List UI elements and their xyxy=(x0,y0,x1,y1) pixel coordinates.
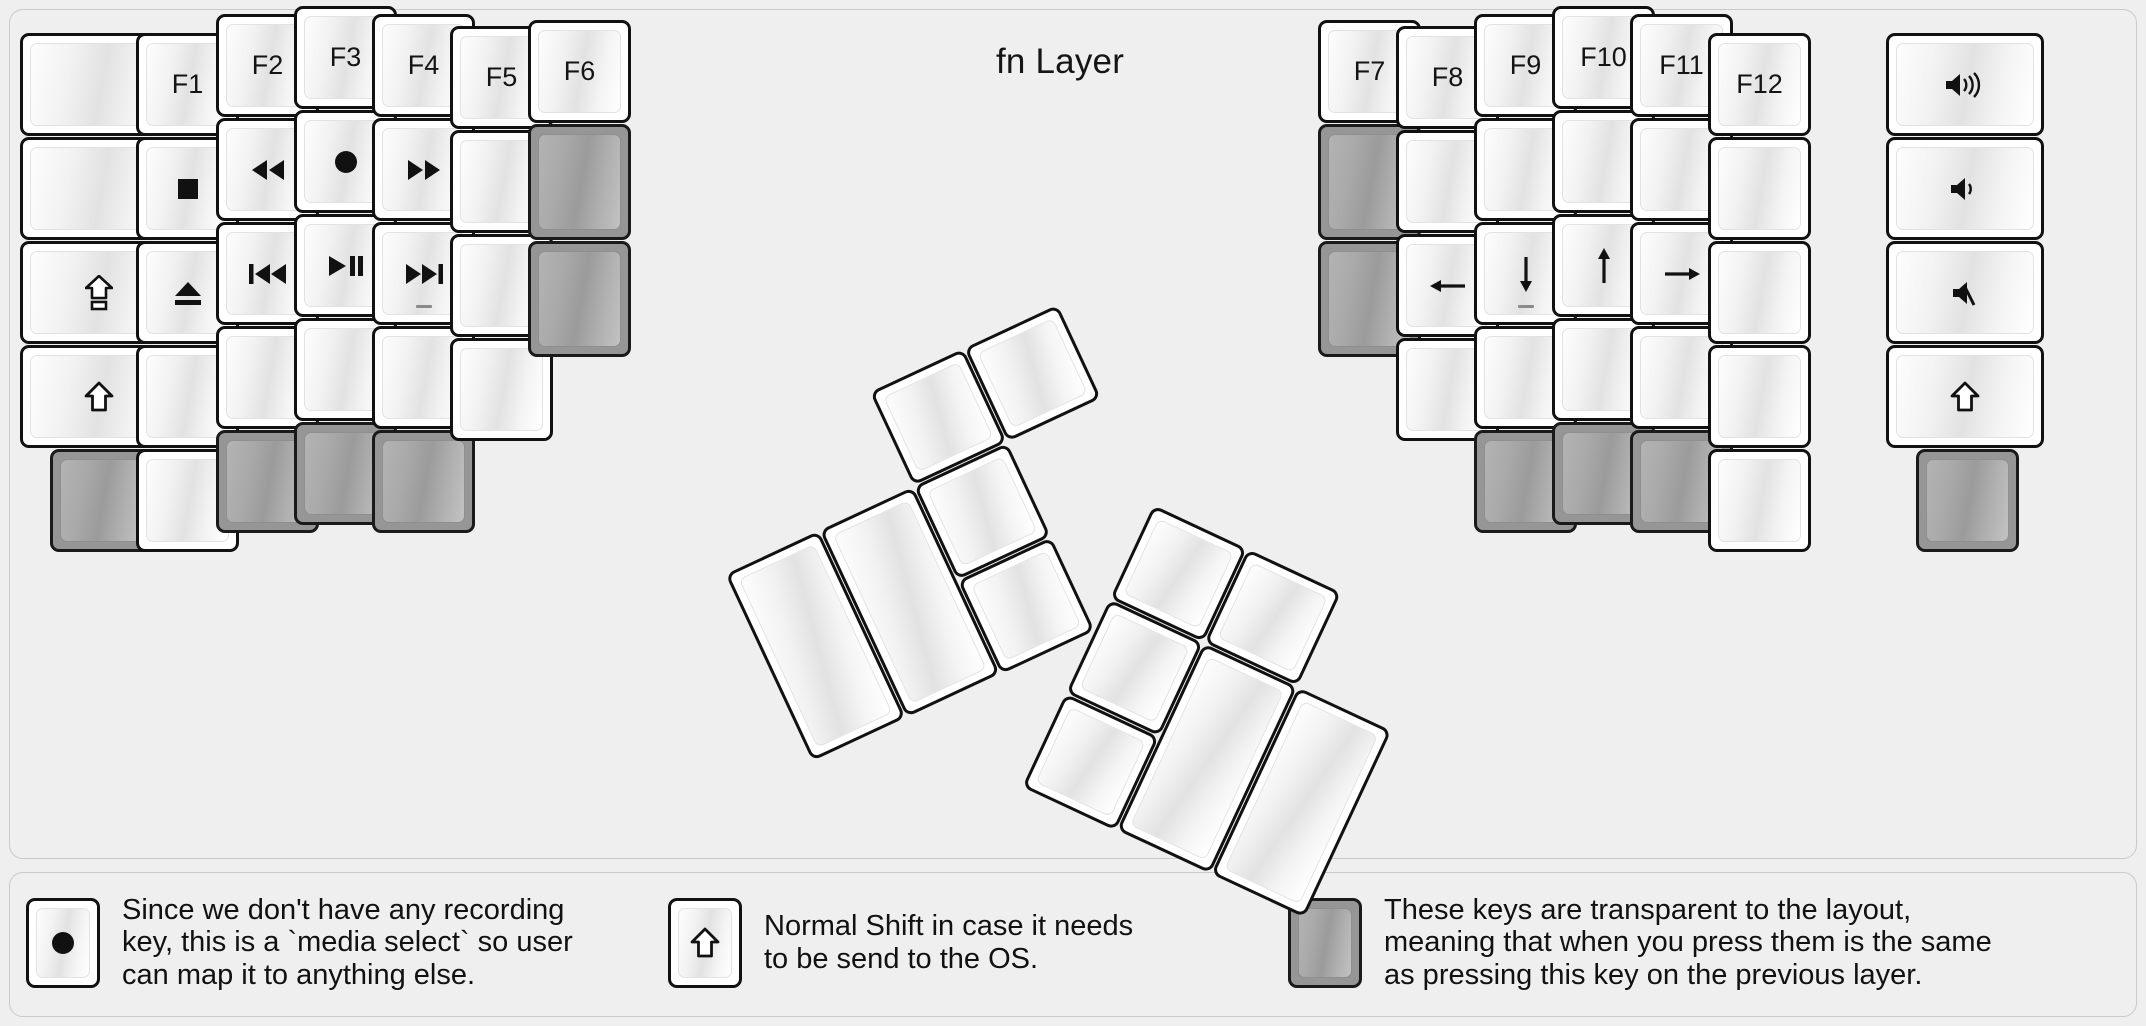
keycap-face xyxy=(60,459,143,542)
shift-icon xyxy=(84,381,114,413)
keycap-label: F5 xyxy=(485,62,518,92)
legend-note-text: These keys are transparent to the layout… xyxy=(1384,893,1992,991)
legend-note-text: Since we don't have any recording key, t… xyxy=(122,893,573,991)
keycap-face xyxy=(678,907,732,978)
legend-note-sample-key xyxy=(668,897,742,988)
keycap-label: F6 xyxy=(563,56,596,86)
legend-sample-shift-key[interactable] xyxy=(668,897,742,988)
keycap-face xyxy=(1896,355,2034,438)
keycap-face: F4 xyxy=(382,24,465,107)
keycap-label: F2 xyxy=(251,50,284,80)
keycap-face xyxy=(146,459,229,542)
keycap-face xyxy=(1896,251,2034,334)
keycap-face xyxy=(1718,147,1801,230)
eject-icon xyxy=(173,279,203,307)
keycap-label: F1 xyxy=(171,69,204,99)
keycap-label: F3 xyxy=(329,42,362,72)
keycap-face xyxy=(1896,43,2034,126)
keycap-label: F4 xyxy=(407,50,440,80)
legend-note-3: These keys are transparent to the layout… xyxy=(1288,885,2108,1000)
key-right-col-outer-right-r0[interactable] xyxy=(1886,33,2044,136)
key-right-col-pinky-r0[interactable]: F12 xyxy=(1708,33,1811,136)
key-left-col-inner-2-r0[interactable]: F6 xyxy=(528,20,631,123)
key-right-col-outer-right-r1[interactable] xyxy=(1886,137,2044,240)
key-right-col-outer-right-r3[interactable] xyxy=(1886,345,2044,448)
volume-down-icon xyxy=(1948,175,1982,203)
prev-track-icon xyxy=(247,262,289,286)
keycap-face xyxy=(1926,459,2009,542)
page-title: fn Layer xyxy=(996,42,1125,81)
keycap-sub-marker xyxy=(415,305,432,308)
key-right-col-outer-right-r4[interactable] xyxy=(1916,449,2019,552)
keycap-face xyxy=(1298,907,1352,978)
keycap-label: F7 xyxy=(1353,56,1386,86)
record-icon xyxy=(331,147,361,177)
keycap-face: F12 xyxy=(1718,43,1801,126)
volume-mute-icon xyxy=(1950,279,1980,307)
keycap-face xyxy=(1718,459,1801,542)
key-right-col-outer-right-r2[interactable] xyxy=(1886,241,2044,344)
key-right-col-pinky-r1[interactable] xyxy=(1708,137,1811,240)
key-left-col-index-r4[interactable] xyxy=(372,430,475,533)
keycap-face xyxy=(146,251,229,334)
key-left-col-pinky-r4[interactable] xyxy=(136,449,239,552)
next-track-icon xyxy=(403,262,445,286)
keycap-face: F1 xyxy=(146,43,229,126)
keycap-face xyxy=(382,440,465,523)
legend-sample-record-key[interactable] xyxy=(26,897,100,988)
legend-frame xyxy=(9,872,2137,1017)
caps-lock-icon xyxy=(85,274,113,311)
keycap-face xyxy=(36,907,90,978)
keycap-sub-marker xyxy=(1517,305,1534,308)
keycap-face xyxy=(1217,562,1328,673)
key-right-col-pinky-r4[interactable] xyxy=(1708,449,1811,552)
keycap-face xyxy=(1896,147,2034,230)
keycap-label: F10 xyxy=(1580,42,1627,72)
key-right-col-pinky-r3[interactable] xyxy=(1708,345,1811,448)
arrow-left-icon xyxy=(1428,275,1468,297)
record-icon xyxy=(48,928,78,958)
shift-icon xyxy=(1950,381,1980,413)
key-left-col-outer-left-r4[interactable] xyxy=(50,449,153,552)
arrow-right-icon xyxy=(1662,263,1702,285)
legend-note-1: Since we don't have any recording key, t… xyxy=(26,885,666,1000)
keycap-face xyxy=(146,355,229,438)
keycap-face xyxy=(1718,251,1801,334)
shift-icon xyxy=(690,927,720,959)
legend-note-text: Normal Shift in case it needs to be send… xyxy=(764,910,1134,975)
keycap-face: F6 xyxy=(538,30,621,113)
volume-up-icon xyxy=(1943,71,1987,99)
keycap-label: F8 xyxy=(1431,62,1464,92)
legend-note-sample-key xyxy=(26,897,100,988)
keycap-label: F12 xyxy=(1736,69,1783,99)
keycap-face xyxy=(538,251,621,347)
keycap-face xyxy=(460,348,543,431)
keycap-label: F11 xyxy=(1659,50,1704,80)
keycap-face xyxy=(977,318,1088,429)
legend-note-sample-key xyxy=(1288,897,1362,988)
keycap-face xyxy=(538,134,621,230)
keycap-face xyxy=(971,550,1082,661)
key-left-col-inner-2-r2[interactable] xyxy=(528,241,631,357)
keycap-face xyxy=(1718,355,1801,438)
media-stop-icon xyxy=(175,176,201,202)
legend-note-2: Normal Shift in case it needs to be send… xyxy=(668,885,1248,1000)
key-right-col-pinky-r2[interactable] xyxy=(1708,241,1811,344)
play-pause-icon xyxy=(326,254,366,278)
fast-forward-icon xyxy=(405,158,443,182)
arrow-down-icon xyxy=(1515,254,1537,294)
arrow-up-icon xyxy=(1593,246,1615,286)
keycap-label: F9 xyxy=(1509,50,1542,80)
legend-sample-transparent-key[interactable] xyxy=(1288,897,1362,988)
key-left-col-inner-1-r3[interactable] xyxy=(450,338,553,441)
rewind-icon xyxy=(249,158,287,182)
keycap-face xyxy=(146,147,229,230)
key-left-col-inner-2-r1[interactable] xyxy=(528,124,631,240)
